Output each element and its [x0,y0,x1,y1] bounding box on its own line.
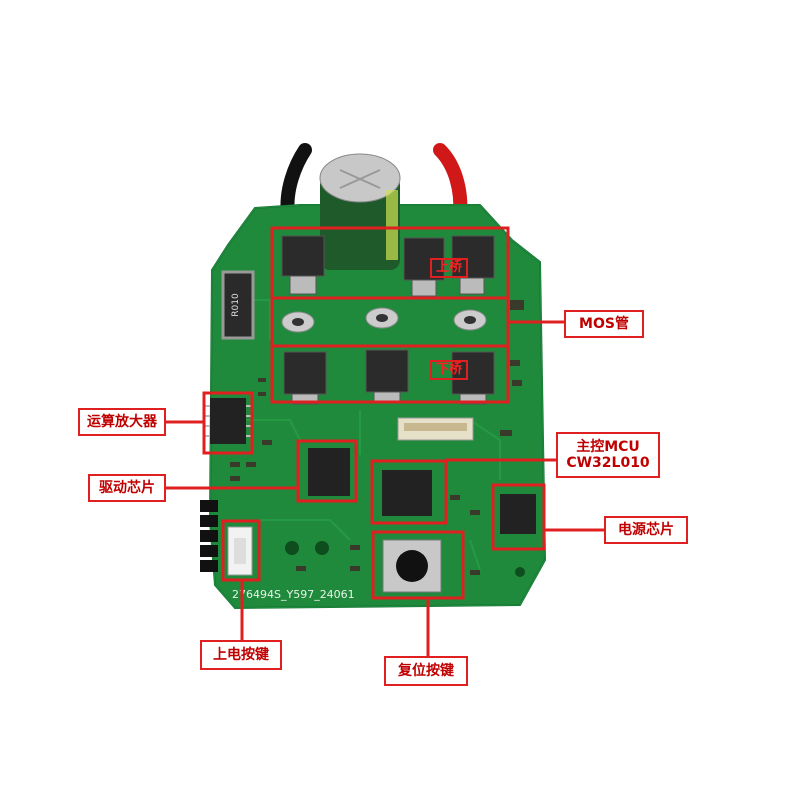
opamp-label-text: 运算放大器 [87,414,157,430]
smd-components [230,300,524,575]
driver-box [296,439,358,503]
driver-label-text: 驱动芯片 [99,480,155,496]
upper-mosfets [281,235,495,297]
power-chip-box [491,483,546,551]
silkscreen-id: 276494S_Y597_24061 [232,588,355,601]
reset-button-label: 复位按键 [384,656,468,686]
mcu-label: 主控MCU CW32L010 [556,432,660,478]
leader-lines [165,320,604,656]
header-pins [200,500,218,572]
mos-label-text: MOS管 [579,316,629,332]
through-holes [285,541,525,577]
lower-bridge-label: 下桥 [430,360,469,380]
opamp-chip [210,398,246,444]
electrolytic-capacitor [319,153,401,270]
power-button-label-text: 上电按键 [213,647,269,663]
reset-button-label-text: 复位按键 [398,663,454,679]
power-chip-label-text: 电源芯片 [618,522,674,538]
lower-bridge-box [270,344,510,404]
opamp-label: 运算放大器 [78,408,166,436]
mcu-chip [382,470,432,516]
power-chip [500,494,536,534]
pcb-traces [240,299,501,571]
upper-bridge-label: 上桥 [430,258,469,278]
mcu-label-line2: CW32L010 [566,455,650,471]
mounting-pads [281,307,487,333]
power-button-label: 上电按键 [200,640,282,670]
reset-tact-switch [382,539,442,593]
mcu-label-line1: 主控MCU [576,439,640,455]
power-switch [227,526,253,576]
lower-mosfets [283,349,495,405]
power-chip-label: 电源芯片 [604,516,688,544]
shunt-resistor: R010 [221,270,255,340]
fpc-connector [397,417,474,441]
mcu-box [370,459,448,525]
reset-button-box [371,530,465,600]
driver-label: 驱动芯片 [88,474,166,502]
driver-chip [308,448,350,496]
mos-label: MOS管 [564,310,644,338]
shunt-marking: R010 [231,293,241,317]
